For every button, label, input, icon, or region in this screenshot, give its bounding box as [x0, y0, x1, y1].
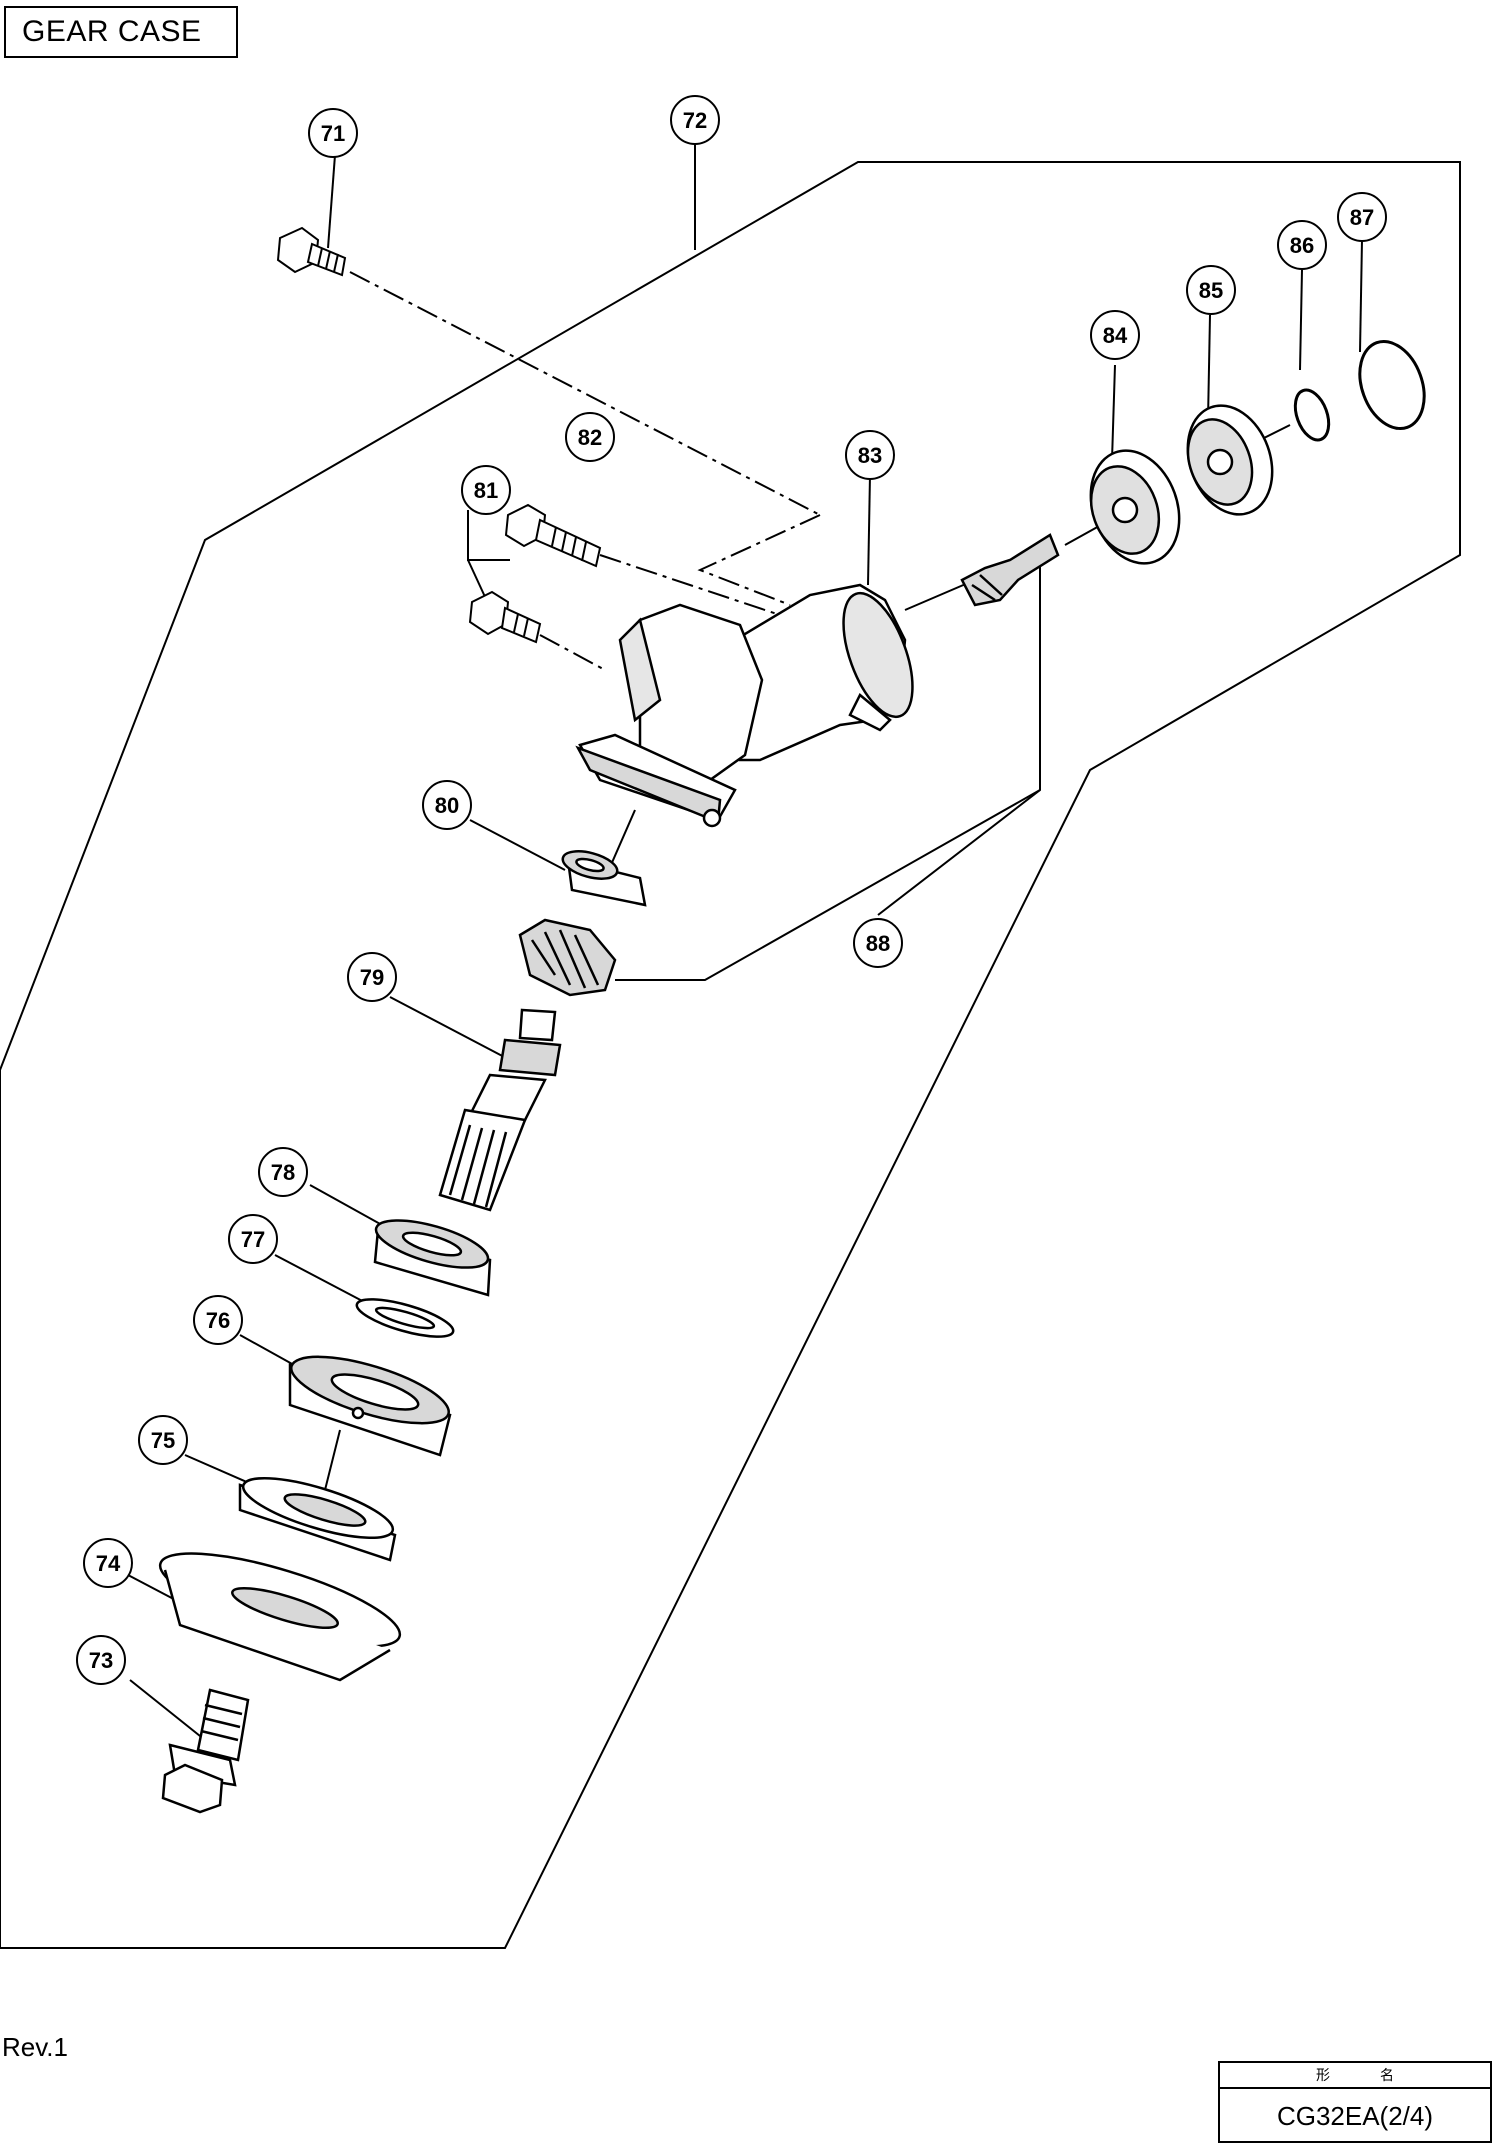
svg-text:86: 86 — [1290, 233, 1314, 258]
svg-text:77: 77 — [241, 1227, 265, 1252]
leader-81 — [467, 510, 510, 561]
svg-text:84: 84 — [1103, 323, 1128, 348]
callout-77: 77 — [228, 1214, 278, 1264]
part-75-spacer — [238, 1476, 397, 1562]
svg-text:79: 79 — [360, 965, 384, 990]
callout-87: 87 — [1337, 192, 1387, 242]
assembly-boundary-outline — [0, 161, 1461, 1949]
part-78-bearing — [373, 1219, 492, 1297]
leader-83 — [867, 474, 871, 586]
svg-text:72: 72 — [683, 108, 707, 133]
callouts: 71 72 73 74 75 76 77 78 79 80 81 82 83 8… — [76, 95, 1387, 1685]
callout-80: 80 — [422, 780, 472, 830]
model-name-value: CG32EA(2/4) — [1276, 2101, 1434, 2131]
part-81-bolts — [468, 503, 602, 644]
svg-text:78: 78 — [271, 1160, 295, 1185]
svg-text:73: 73 — [89, 1648, 113, 1673]
svg-text:82: 82 — [578, 425, 602, 450]
model-header-left: 形 — [1316, 2068, 1330, 2084]
callout-71: 71 — [308, 108, 358, 158]
leader-85 — [1207, 314, 1211, 421]
leader-80 — [469, 819, 566, 871]
part-88-gear-set — [518, 533, 1060, 997]
part-84-bearing — [1089, 449, 1181, 565]
callout-83: 83 — [845, 430, 895, 480]
part-87-retaining-ring — [1358, 339, 1426, 431]
part-77-washer — [355, 1298, 455, 1338]
callout-75: 75 — [138, 1415, 188, 1465]
callout-85: 85 — [1186, 265, 1236, 315]
callout-79: 79 — [347, 952, 397, 1002]
svg-text:87: 87 — [1350, 205, 1374, 230]
svg-text:80: 80 — [435, 793, 459, 818]
part-83-gear-case — [575, 583, 914, 828]
section-title: GEAR CASE — [4, 6, 238, 58]
svg-text:88: 88 — [866, 931, 890, 956]
svg-text:71: 71 — [321, 121, 345, 146]
callout-88: 88 — [853, 918, 903, 968]
part-79-shaft — [438, 1008, 562, 1212]
model-header-right: 名 — [1380, 2068, 1394, 2084]
callout-74: 74 — [83, 1538, 133, 1588]
part-74-cover — [158, 1552, 402, 1682]
svg-text:76: 76 — [206, 1308, 230, 1333]
callout-82: 82 — [565, 412, 615, 462]
callout-72: 72 — [670, 95, 720, 145]
svg-text:75: 75 — [151, 1428, 175, 1453]
leader-88 — [877, 545, 1041, 916]
revision-label: Rev.1 — [2, 2032, 68, 2062]
leader-79 — [389, 996, 511, 1061]
leader-84 — [1111, 364, 1116, 461]
part-76-bushing — [288, 1355, 452, 1457]
model-name-header: 形 名 — [1220, 2063, 1490, 2089]
leader-73 — [129, 1679, 206, 1741]
part-71-bolt — [276, 226, 347, 277]
part-73-bolt — [161, 1688, 250, 1814]
leader-71 — [327, 154, 336, 249]
part-86-snap-ring — [1293, 388, 1331, 442]
svg-text:85: 85 — [1199, 278, 1223, 303]
part-80-bearing — [561, 850, 647, 907]
leader-86 — [1299, 269, 1303, 371]
callout-84: 84 — [1090, 310, 1140, 360]
svg-text:74: 74 — [96, 1551, 121, 1576]
part-85-bearing — [1186, 404, 1274, 516]
svg-text:83: 83 — [858, 443, 882, 468]
model-name-box: 形 名 CG32EA(2/4) — [1218, 2061, 1492, 2143]
leader-77 — [274, 1254, 371, 1306]
callout-78: 78 — [258, 1147, 308, 1197]
callout-86: 86 — [1277, 220, 1327, 270]
callout-73: 73 — [76, 1635, 126, 1685]
leader-87 — [1359, 239, 1363, 353]
callout-76: 76 — [193, 1295, 243, 1345]
callout-81: 81 — [461, 465, 511, 515]
svg-text:81: 81 — [474, 478, 498, 503]
